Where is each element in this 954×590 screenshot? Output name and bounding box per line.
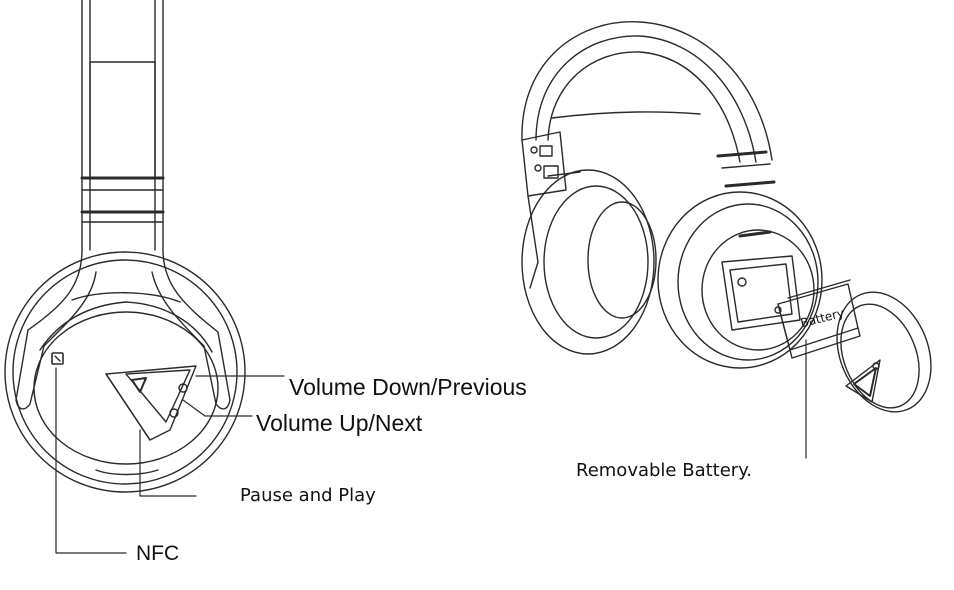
battery-pack (777, 279, 861, 359)
headphone-perspective-view (521, 21, 932, 459)
volume-down-label: Volume Down/Previous (289, 374, 527, 400)
pause-play-label: Pause and Play (240, 485, 376, 506)
far-earcup (521, 169, 657, 355)
battery-cover (836, 291, 932, 413)
headband-side (80, 0, 165, 251)
headband-perspective (521, 21, 776, 197)
near-earcup (657, 191, 823, 369)
earcup-side (4, 249, 246, 493)
nfc-label: NFC (136, 542, 180, 565)
removable-battery-label: Removable Battery. (576, 460, 753, 481)
leader-lines-left (55, 367, 285, 554)
volume-up-label: Volume Up/Next (256, 410, 423, 436)
headphone-side-view (4, 0, 285, 554)
